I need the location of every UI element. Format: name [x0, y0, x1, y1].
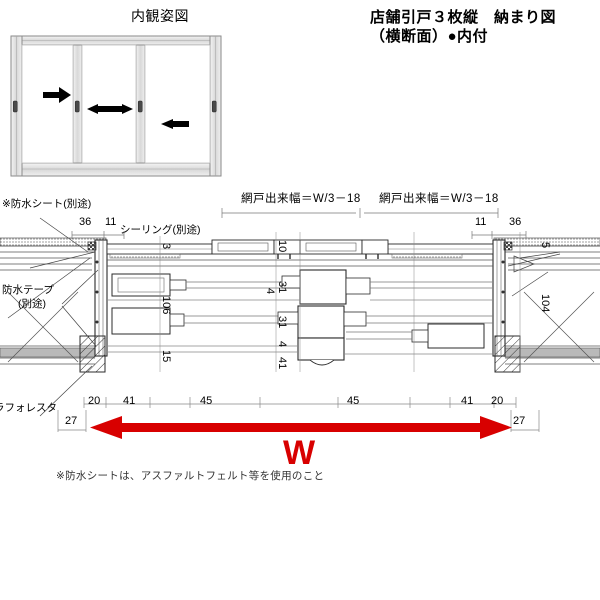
dim-v-right-104: 104 [539, 294, 551, 313]
dim-outer-27-left: 27 [65, 415, 78, 427]
overall-width-arrow [84, 414, 518, 444]
dim-bottom-45l: 45 [200, 395, 213, 407]
label-waterproof-tape-1: 防水テープ [2, 284, 54, 296]
dim-v-left-15: 15 [160, 350, 172, 363]
label-waterproof-tape-2: (別途) [18, 298, 46, 310]
footnote: ※防水シートは、アスファルトフェルト等を使用のこと [56, 470, 325, 482]
screen-width-dimbars [220, 206, 500, 220]
label-sealing: シーリング(別途) [120, 224, 201, 236]
screen-width-note-left: 網戸出来幅＝W/3－18 [241, 193, 361, 205]
dim-v-left-3: 3 [160, 243, 172, 250]
page-title-line2: （横断面）●内付 [370, 28, 489, 45]
elevation-drawing [10, 35, 222, 177]
dim-v-center-41: 41 [276, 357, 288, 370]
label-laforesta: ラフォレスタ [0, 402, 57, 414]
dim-v-center-31b: 31 [276, 316, 288, 329]
dim-bottom-41r: 41 [461, 395, 474, 407]
dim-v-left-106: 106 [160, 296, 172, 315]
overall-width-label: W [283, 434, 316, 472]
dim-top-left-11: 11 [105, 216, 117, 228]
dim-top-right-bar [470, 230, 528, 240]
dim-top-left-36: 36 [79, 216, 92, 228]
elevation-caption: 内観姿図 [131, 8, 189, 24]
dim-v-center-4b: 4 [276, 341, 288, 348]
dim-top-right-11: 11 [475, 216, 487, 228]
dim-bottom-41l: 41 [123, 395, 136, 407]
dim-v-right-5: 5 [539, 242, 551, 249]
section-drawing [0, 196, 600, 436]
dim-outer-27-right: 27 [513, 415, 526, 427]
dim-bottom-20l: 20 [88, 395, 101, 407]
label-waterproof-sheet: ※防水シート(別途) [2, 198, 92, 210]
dim-v-center-31a: 31 [276, 281, 288, 294]
screen-width-note-right: 網戸出来幅＝W/3－18 [379, 193, 499, 205]
dim-27-left-bar [56, 408, 90, 434]
dim-top-left-bar [70, 230, 126, 240]
dim-bottom-45r: 45 [347, 395, 360, 407]
dim-bottom-20r: 20 [491, 395, 504, 407]
page-title-line1: 店舗引戸３枚縦 納まり図 [370, 9, 557, 26]
dim-top-right-36: 36 [509, 216, 522, 228]
dim-27-right-bar [508, 408, 542, 434]
dim-v-center-4a: 4 [264, 288, 276, 295]
dim-v-center-10: 10 [276, 240, 288, 253]
bottom-dim-bar [80, 394, 520, 408]
